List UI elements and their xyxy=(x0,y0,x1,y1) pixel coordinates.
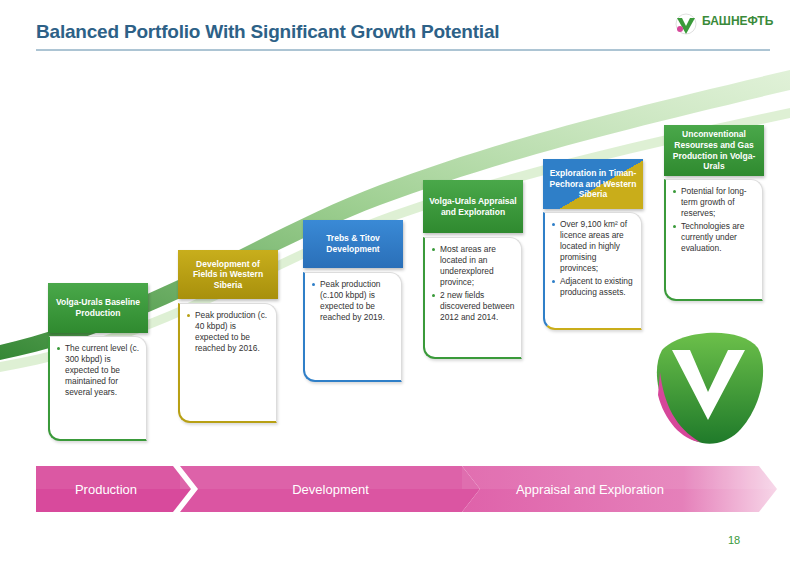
stage-details: Peak production (c.100 kbpd) is expected… xyxy=(303,272,402,382)
bullet-item: Most areas are located in an underexplor… xyxy=(431,244,516,288)
slide-title: Balanced Portfolio With Significant Grow… xyxy=(36,21,499,43)
phase-label: Appraisal and Exploration xyxy=(480,466,700,512)
bullet-text: Peak production (c. 40 kbpd) is expected… xyxy=(195,310,267,353)
bullet-text: The current level (c. 300 kbpd) is expec… xyxy=(65,343,139,397)
bullet-dot xyxy=(552,223,555,226)
stage-header: Unconventional Resourses and Gas Product… xyxy=(664,125,764,176)
page-number: 18 xyxy=(728,534,740,546)
bullet-dot xyxy=(312,283,315,286)
bullet-item: Adjacent to existing producing assets. xyxy=(551,276,636,298)
bullet-dot xyxy=(673,225,676,228)
bullet-text: Technologies are currently under evaluat… xyxy=(681,221,744,253)
stage-details: Peak production (c. 40 kbpd) is expected… xyxy=(178,303,277,423)
phase-chevron: Development xyxy=(180,466,480,512)
bullet-text: Most areas are located in an underexplor… xyxy=(440,244,496,287)
stage-details: Potential for long-term growth of reserv… xyxy=(664,179,763,301)
bullet-text: Adjacent to existing producing assets. xyxy=(560,276,633,297)
stage-title: Volga-Urals Appraisal and Exploration xyxy=(429,196,517,217)
bullet-text: Over 9,100 km² of licence areas are loca… xyxy=(560,219,627,273)
bullet-dot xyxy=(552,280,555,283)
stage-header: Development of Fields in Western Siberia xyxy=(178,250,278,299)
stage-title: Exploration in Timan-Pechora and Western… xyxy=(549,168,637,200)
stage-header: Trebs & Titov Development xyxy=(303,220,403,268)
bullet-text: Potential for long-term growth of reserv… xyxy=(681,186,747,218)
stage-title: Development of Fields in Western Siberia xyxy=(184,259,272,291)
bullet-item: Peak production (c.100 kbpd) is expected… xyxy=(311,279,396,323)
bullet-item: 2 new fields discovered between 2012 and… xyxy=(431,290,516,323)
stage-title: Trebs & Titov Development xyxy=(309,233,397,254)
bullet-item: The current level (c. 300 kbpd) is expec… xyxy=(56,343,141,398)
footer-rule xyxy=(36,537,770,539)
stage-title: Unconventional Resourses and Gas Product… xyxy=(670,129,758,172)
stage-header: Volga-Urals Appraisal and Exploration xyxy=(423,180,523,233)
bullet-dot xyxy=(673,190,676,193)
stage-details: Over 9,100 km² of licence areas are loca… xyxy=(543,212,642,330)
stage-header: Exploration in Timan-Pechora and Western… xyxy=(543,159,643,209)
stage-header: Volga-Urals Baseline Production xyxy=(48,283,148,333)
bullet-item: Over 9,100 km² of licence areas are loca… xyxy=(551,219,636,274)
company-logo xyxy=(657,333,763,444)
bullet-dot xyxy=(432,294,435,297)
bullet-item: Peak production (c. 40 kbpd) is expected… xyxy=(186,310,271,354)
bullet-item: Technologies are currently under evaluat… xyxy=(672,221,757,254)
bullet-dot xyxy=(432,248,435,251)
company-name: БАШНЕФТЬ xyxy=(702,14,773,28)
stage-details: The current level (c. 300 kbpd) is expec… xyxy=(48,336,147,441)
bullet-item: Potential for long-term growth of reserv… xyxy=(672,186,757,219)
bullet-text: 2 new fields discovered between 2012 and… xyxy=(440,290,515,322)
bullet-dot xyxy=(57,347,60,350)
phase-chevron: Production xyxy=(36,466,191,512)
phase-label: Production xyxy=(36,466,176,512)
phase-label: Development xyxy=(198,466,463,512)
stage-details: Most areas are located in an underexplor… xyxy=(423,237,522,359)
bullet-dot xyxy=(187,314,190,317)
bullet-text: Peak production (c.100 kbpd) is expected… xyxy=(320,279,385,322)
stage-title: Volga-Urals Baseline Production xyxy=(54,297,142,318)
small-logo xyxy=(676,14,696,34)
phase-chevron: Appraisal and Exploration xyxy=(462,466,777,512)
title-rule xyxy=(36,50,770,51)
